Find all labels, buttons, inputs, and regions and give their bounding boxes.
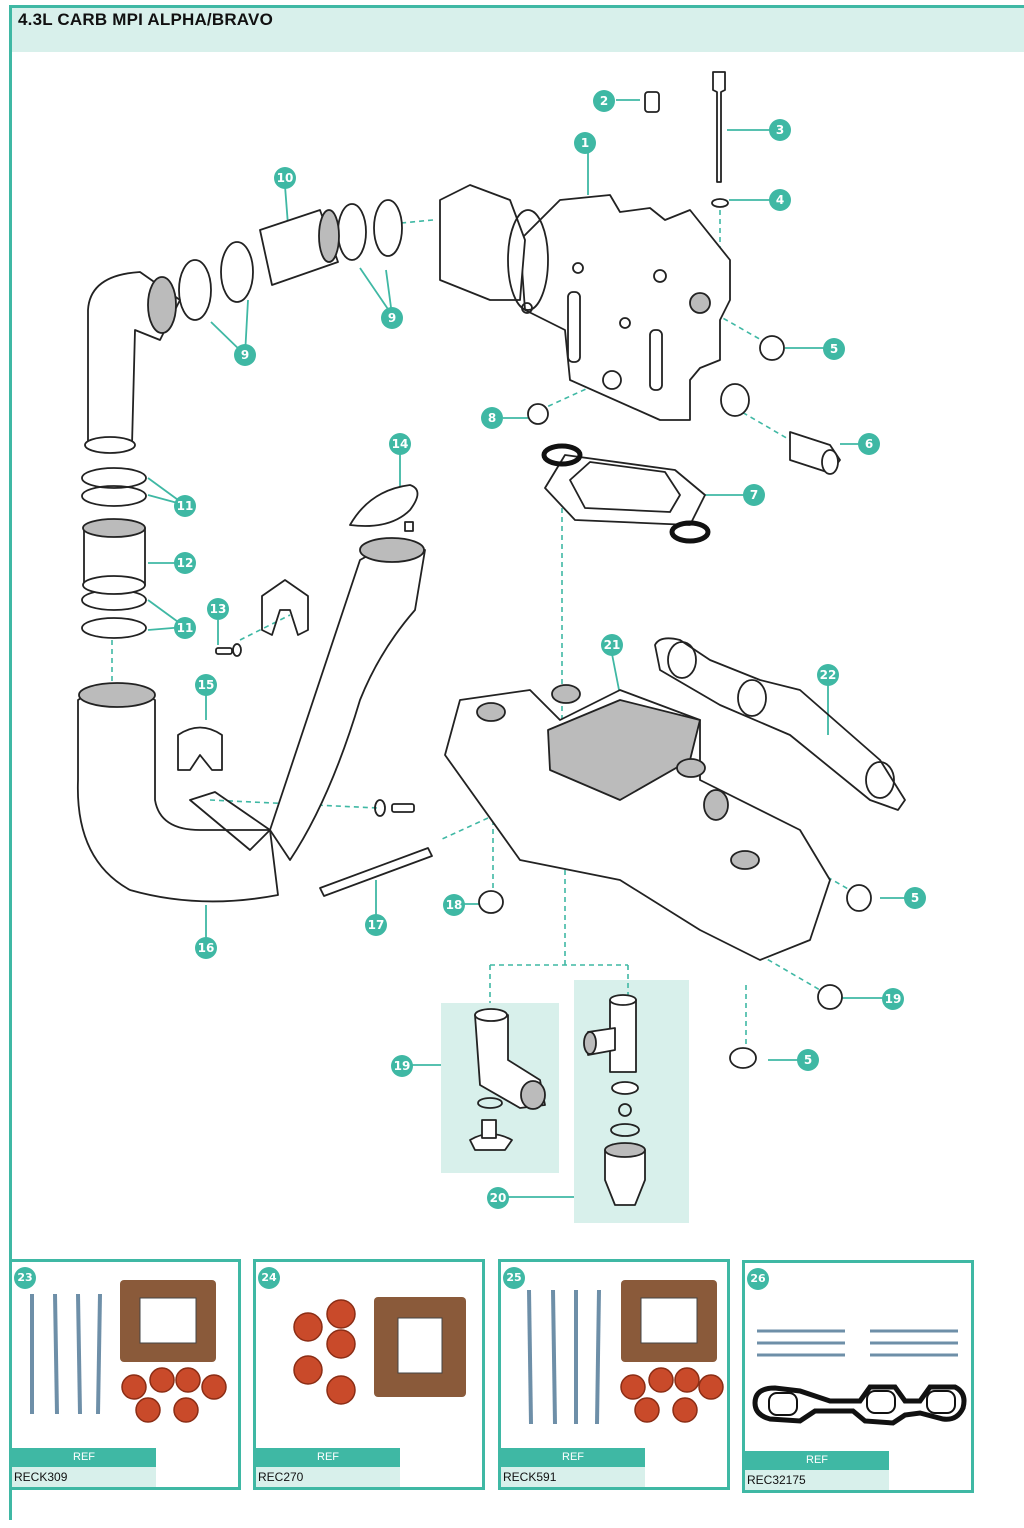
kit-ref-code: RECK591 <box>501 1467 645 1487</box>
callout-14: 14 <box>389 433 411 455</box>
shim-part <box>177 726 223 771</box>
y-pipe-part <box>77 686 279 903</box>
callout-badges: 1 2 3 4 5 5 5 6 7 8 9 9 10 11 11 12 13 1… <box>174 90 926 1209</box>
cup-plug-part <box>527 403 549 425</box>
callout-4: 4 <box>769 189 791 211</box>
kit-ref-label: REF <box>745 1451 889 1470</box>
kit-card-23[interactable]: 23 REF RECK309 <box>9 1259 241 1490</box>
callout-15: 15 <box>195 674 217 696</box>
svg-text:13: 13 <box>210 602 227 616</box>
diagram-frame <box>9 5 1024 1520</box>
kit-card-26[interactable]: 26 REF REC32175 <box>742 1260 974 1493</box>
callout-7: 7 <box>743 484 765 506</box>
kit-ref-label: REF <box>501 1448 645 1467</box>
svg-text:15: 15 <box>198 678 215 692</box>
washer-part <box>711 198 729 208</box>
callout-16: 16 <box>195 937 217 959</box>
hose-clamp-part <box>337 203 367 261</box>
callout-3: 3 <box>769 119 791 141</box>
bolt-part <box>712 71 726 183</box>
callout-20: 20 <box>487 1187 509 1209</box>
callout-19: 19 <box>882 988 904 1010</box>
svg-text:12: 12 <box>177 556 194 570</box>
kit-ref-code: REC32175 <box>745 1470 889 1490</box>
kit-card-25[interactable]: 25 REF RECK591 <box>498 1259 730 1490</box>
callout-19: 19 <box>391 1055 413 1077</box>
plug-part <box>644 91 660 113</box>
svg-text:19: 19 <box>394 1059 411 1073</box>
callout-21: 21 <box>601 634 623 656</box>
svg-text:7: 7 <box>750 488 758 502</box>
svg-text:1: 1 <box>581 136 589 150</box>
kit-number-badge: 24 <box>258 1267 280 1289</box>
callout-1: 1 <box>574 132 596 154</box>
svg-text:3: 3 <box>776 123 784 137</box>
kit-26-illustration <box>752 1329 967 1426</box>
svg-text:17: 17 <box>368 918 385 932</box>
kit-number-badge: 23 <box>14 1267 36 1289</box>
svg-text:22: 22 <box>820 668 837 682</box>
callout-11: 11 <box>174 617 196 639</box>
svg-text:9: 9 <box>241 348 249 362</box>
pipe-plug-part <box>759 335 785 361</box>
svg-text:4: 4 <box>776 193 784 207</box>
flapper-valve-part <box>349 484 419 527</box>
svg-text:18: 18 <box>446 898 463 912</box>
long-bolt-part <box>319 847 433 897</box>
callout-5: 5 <box>823 338 845 360</box>
kit-number-badge: 26 <box>747 1268 769 1290</box>
callout-22: 22 <box>817 664 839 686</box>
svg-text:5: 5 <box>830 342 838 356</box>
kit-ref-label: REF <box>12 1448 156 1467</box>
svg-text:5: 5 <box>804 1053 812 1067</box>
callout-18: 18 <box>443 894 465 916</box>
plug-18-part <box>478 890 504 914</box>
callout-9: 9 <box>381 307 403 329</box>
svg-text:5: 5 <box>911 891 919 905</box>
riser-elbow-part <box>519 194 731 421</box>
svg-text:20: 20 <box>490 1191 507 1205</box>
callout-6: 6 <box>858 433 880 455</box>
callout-17: 17 <box>365 914 387 936</box>
exploded-parts-diagram: 1 2 3 4 5 5 5 6 7 8 9 9 10 11 11 12 13 1… <box>77 71 926 1223</box>
kit-24-illustration <box>293 1297 466 1405</box>
kit-number-badge: 25 <box>503 1267 525 1289</box>
svg-text:11: 11 <box>177 499 194 513</box>
callout-5: 5 <box>797 1049 819 1071</box>
kit-ref-code: REC270 <box>256 1467 400 1487</box>
manifold-gasket-part <box>654 637 906 811</box>
svg-text:9: 9 <box>388 311 396 325</box>
svg-text:8: 8 <box>488 411 496 425</box>
callout-13: 13 <box>207 598 229 620</box>
callout-8: 8 <box>481 407 503 429</box>
svg-text:16: 16 <box>198 941 215 955</box>
screw-part <box>215 647 233 655</box>
title-bar <box>12 8 1024 52</box>
callout-11: 11 <box>174 495 196 517</box>
exhaust-manifold-part <box>444 689 831 961</box>
page-title: 4.3L CARB MPI ALPHA/BRAVO <box>18 10 273 29</box>
kit-23-illustration <box>30 1280 227 1423</box>
svg-text:21: 21 <box>604 638 621 652</box>
svg-text:6: 6 <box>865 437 873 451</box>
kit-ref-code: RECK309 <box>12 1467 156 1487</box>
svg-text:11: 11 <box>177 621 194 635</box>
kit-ref-label: REF <box>256 1448 400 1467</box>
callout-5: 5 <box>904 887 926 909</box>
svg-text:19: 19 <box>885 992 902 1006</box>
svg-text:14: 14 <box>392 437 409 451</box>
svg-text:2: 2 <box>600 94 608 108</box>
callout-2: 2 <box>593 90 615 112</box>
callout-12: 12 <box>174 552 196 574</box>
callout-9: 9 <box>234 344 256 366</box>
callout-10: 10 <box>274 167 296 189</box>
kit-25-illustration <box>527 1280 724 1425</box>
part-outlines <box>77 71 906 1206</box>
kit-card-24[interactable]: 24 REF REC270 <box>253 1259 485 1490</box>
svg-text:10: 10 <box>277 171 294 185</box>
